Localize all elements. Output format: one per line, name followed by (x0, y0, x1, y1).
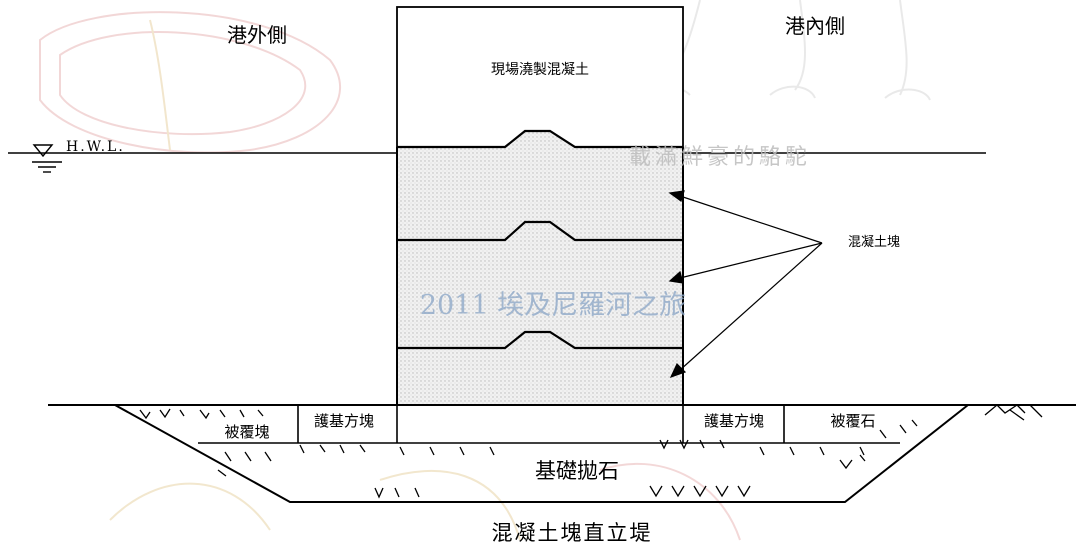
foot-protection-blocks (297, 405, 785, 443)
label-foot-protection-right: 護基方塊 (704, 412, 764, 430)
watermark-top: 載滿鮮豪的駱駝 (629, 145, 811, 170)
label-cover-block: 被覆塊 (224, 423, 269, 441)
foundation-trench (114, 404, 969, 503)
watermark-sketch (39, 0, 931, 541)
hwl-symbol (32, 144, 62, 173)
label-foundation-rubble: 基礎拋石 (535, 459, 619, 483)
label-concrete-blocks: 混凝土塊 (848, 234, 900, 250)
concrete-blocks (396, 129, 684, 405)
label-seaside: 港外側 (227, 23, 287, 47)
rubble-stone-marks (139, 404, 1043, 499)
watermark-center: 2011 埃及尼羅河之旅 (420, 290, 686, 321)
cast-in-place-cap (396, 6, 684, 154)
label-cast-in-place: 現場澆製混凝土 (491, 62, 589, 78)
diagram-caption: 混凝土塊直立堤 (492, 521, 653, 545)
label-cover-stone: 被覆石 (830, 412, 875, 430)
leader-arrows (668, 190, 823, 379)
label-hwl: H.W.L. (66, 139, 125, 155)
label-foot-protection-left: 護基方塊 (314, 412, 374, 430)
label-harborside: 港內側 (785, 14, 845, 38)
